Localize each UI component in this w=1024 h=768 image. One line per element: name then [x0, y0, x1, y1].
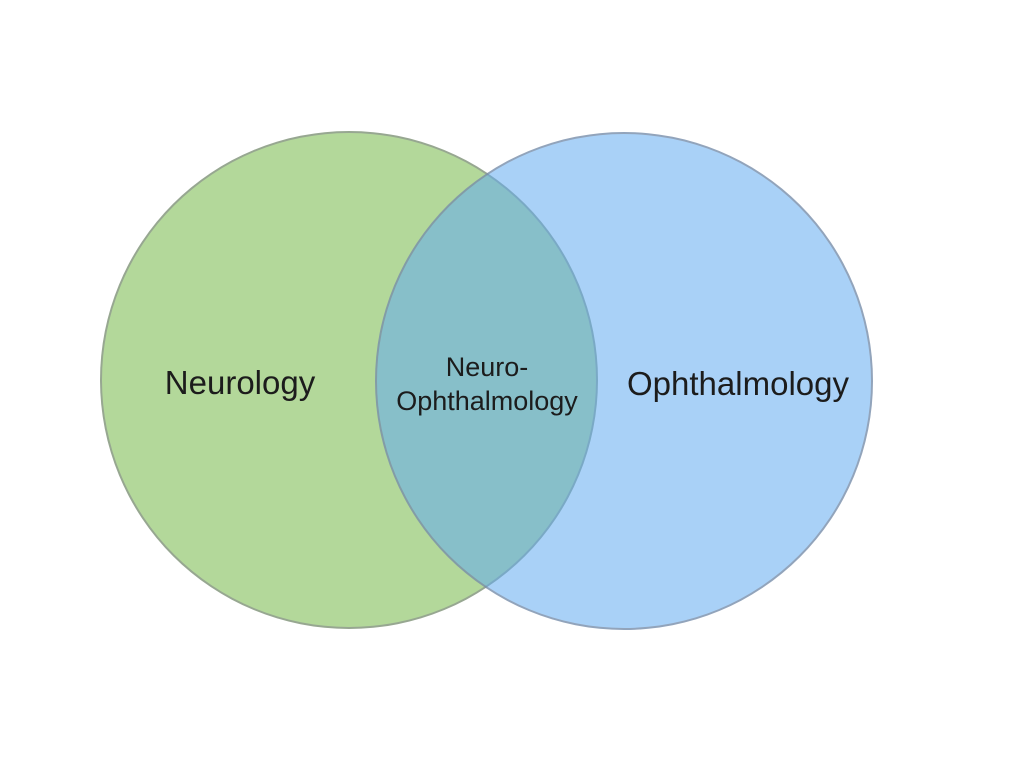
label-neuro-ophthalmology-line1: Neuro-	[445, 351, 529, 382]
label-neuro-ophthalmology: Neuro- Ophthalmology	[396, 350, 578, 418]
label-neuro-ophthalmology-line2: Ophthalmology	[396, 386, 578, 416]
label-neurology: Neurology	[164, 364, 316, 401]
venn-circle-ophthalmology	[375, 132, 873, 630]
label-ophthalmology: Ophthalmology	[627, 365, 849, 402]
